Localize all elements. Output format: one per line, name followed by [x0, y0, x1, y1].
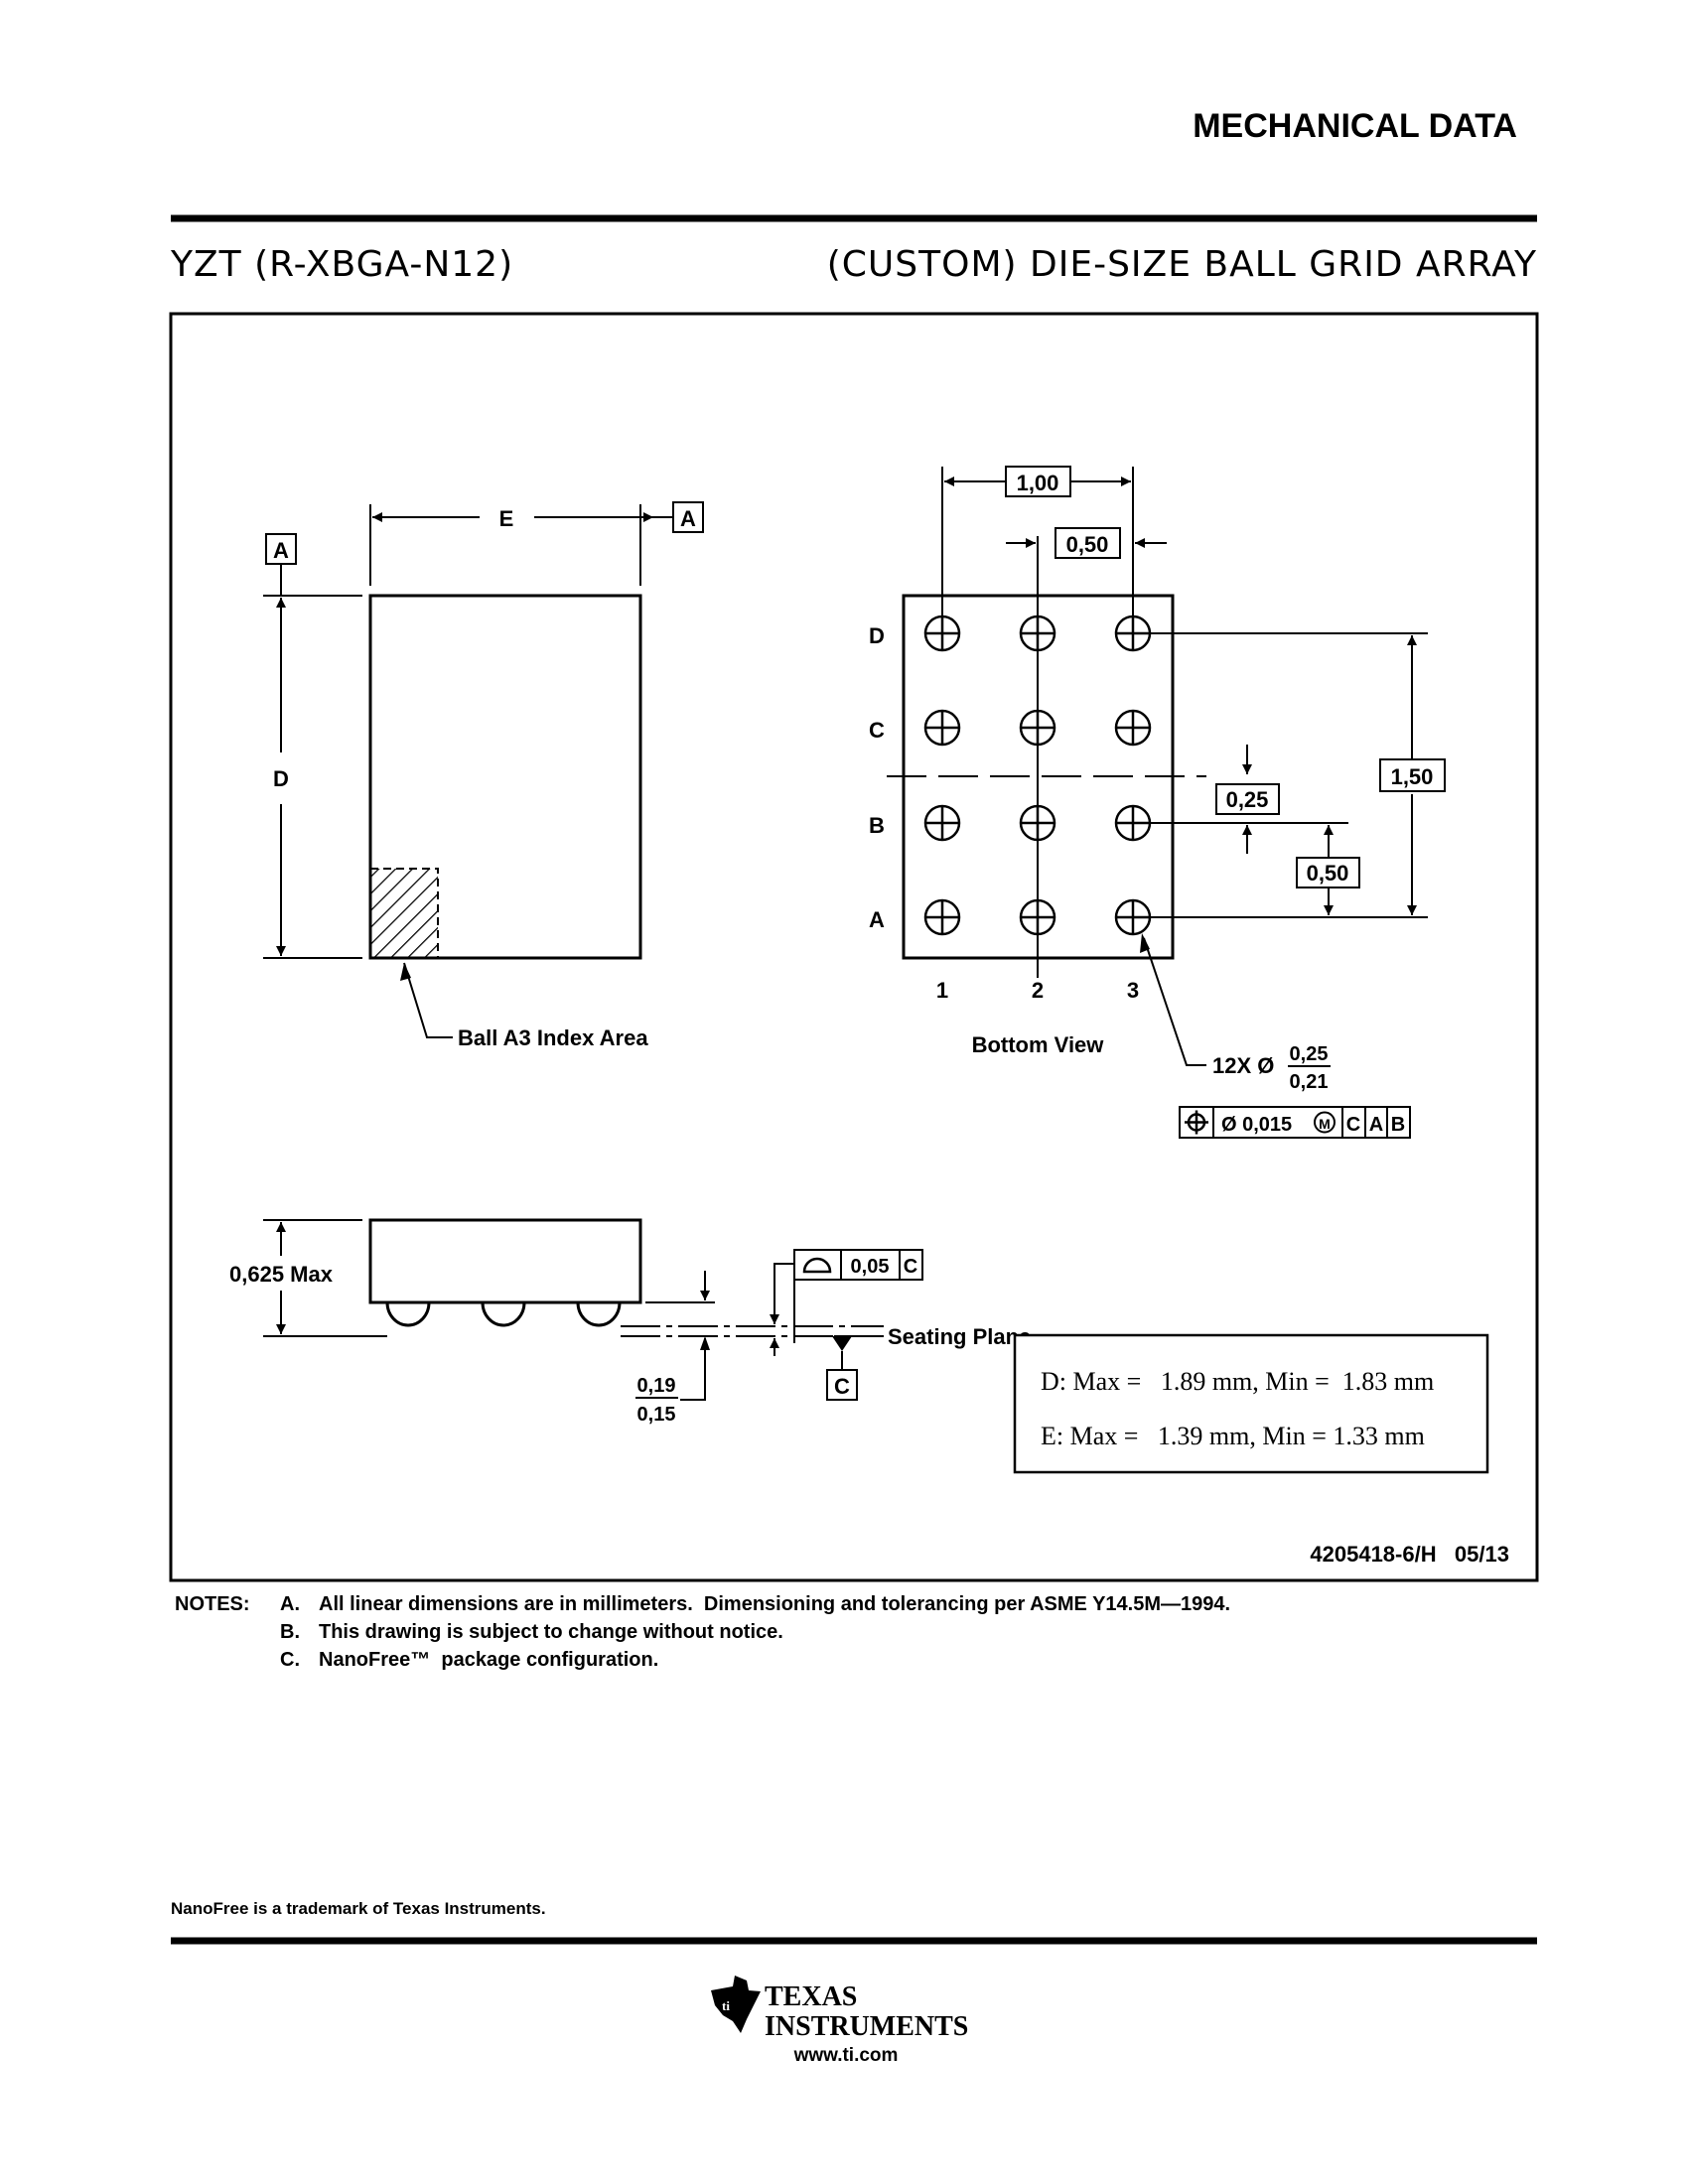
- ball-B1: [923, 804, 961, 842]
- dimension-box: [1379, 758, 1446, 792]
- column-label-2: 2: [1032, 978, 1044, 1003]
- dimension-d-label: D: [273, 766, 289, 791]
- datum-b-label: A: [680, 506, 696, 531]
- company-website[interactable]: www.ti.com: [793, 2045, 899, 2066]
- datum-c-box: [826, 1369, 858, 1401]
- dimension-e-label: E: [499, 506, 514, 531]
- bottom-view-caption: Bottom View: [972, 1032, 1105, 1057]
- standoff-leader: [680, 1338, 706, 1401]
- texas-state-logo-icon: [711, 1976, 761, 2033]
- dim-center-offset: 0,25: [1226, 787, 1269, 812]
- package-code: YZT (R-XBGA-N12): [170, 244, 513, 285]
- note-letter-c: C.: [280, 1649, 300, 1671]
- side-view: 0,625 Max 0,19 0,15 0,05 C Seating Plane…: [229, 1218, 1031, 1426]
- dimension-box: [1215, 783, 1280, 815]
- position-tolerance-icon: [1185, 1110, 1208, 1135]
- drawing-number: 4205418-6/H 05/13: [1310, 1542, 1509, 1567]
- solder-ball-side: [385, 1301, 431, 1327]
- ti-logo-mark: ti: [722, 1998, 730, 2013]
- profile-surface-icon: [802, 1257, 832, 1274]
- note-text-c: NanoFree™ package configuration.: [319, 1649, 658, 1671]
- index-leader-arrowhead: [400, 963, 411, 981]
- ball-leader: [1143, 937, 1206, 1066]
- dimension-table: D: Max = 1.89 mm, Min = 1.83 mm E: Max =…: [1013, 1333, 1489, 1474]
- mmc-modifier-circle: [1314, 1111, 1336, 1134]
- note-text-b: This drawing is subject to change withou…: [319, 1621, 783, 1643]
- row-label-c: C: [869, 718, 885, 743]
- ball-C1: [923, 709, 961, 747]
- tolerance-datum-b: B: [1391, 1114, 1405, 1136]
- dimension-row-e: E: Max = 1.39 mm, Min = 1.33 mm: [1041, 1422, 1425, 1450]
- notes-heading: NOTES:: [175, 1593, 250, 1615]
- tolerance-datum-c: C: [1346, 1114, 1360, 1136]
- ball-dia-min: 0,21: [1290, 1071, 1329, 1093]
- standoff-max: 0,19: [637, 1375, 676, 1397]
- datum-c-triangle: [832, 1336, 852, 1351]
- side-height-label: 0,625 Max: [229, 1262, 334, 1287]
- coplanarity-leader: [774, 1263, 794, 1311]
- ball-D1: [923, 614, 961, 652]
- ball-dia-max: 0,25: [1290, 1043, 1329, 1065]
- drawing-frame: [169, 312, 1539, 1582]
- ball-leader-arrowhead: [1140, 933, 1150, 953]
- coplanarity-datum: C: [904, 1256, 917, 1278]
- index-area-label: Ball A3 Index Area: [458, 1025, 648, 1050]
- dim-pitch-y: 0,50: [1307, 861, 1349, 886]
- row-label-b: B: [869, 813, 885, 838]
- ball-spec-prefix: 12X Ø: [1212, 1053, 1274, 1078]
- tolerance-frame: Ø 0,015 M C A B: [1179, 1106, 1411, 1139]
- solder-ball-side: [481, 1301, 526, 1327]
- dim-total-width: 1,00: [1017, 471, 1059, 495]
- tolerance-value: Ø 0,015: [1221, 1114, 1292, 1136]
- ball-C2: [1019, 709, 1056, 747]
- dim-pitch-x: 0,50: [1066, 532, 1109, 557]
- coplanarity-value: 0,05: [851, 1256, 890, 1278]
- tolerance-datum-a: A: [1369, 1114, 1383, 1136]
- ball-A2: [1019, 898, 1056, 936]
- note-letter-b: B.: [280, 1621, 300, 1643]
- seating-plane-label: Seating Plane: [888, 1324, 1031, 1349]
- package-description: (CUSTOM) DIE-SIZE BALL GRID ARRAY: [827, 244, 1537, 285]
- ball-B2: [1019, 804, 1056, 842]
- dimension-box: [1055, 527, 1121, 559]
- dimension-row-d: D: Max = 1.89 mm, Min = 1.83 mm: [1041, 1367, 1434, 1396]
- index-leader: [403, 962, 453, 1038]
- trademark-notice: NanoFree is a trademark of Texas Instrum…: [171, 1899, 546, 1918]
- column-label-1: 1: [936, 978, 948, 1003]
- notes: NOTES: A. All linear dimensions are in m…: [175, 1593, 1230, 1671]
- section-title: MECHANICAL DATA: [1193, 107, 1517, 145]
- row-label-d: D: [869, 623, 885, 648]
- standoff-arrowhead: [700, 1336, 710, 1350]
- note-text-a: All linear dimensions are in millimeters…: [319, 1593, 1230, 1615]
- solder-ball-side: [576, 1301, 622, 1327]
- coplanarity-frame: [793, 1249, 923, 1281]
- package-body-side: [368, 1218, 642, 1304]
- ball-A1: [923, 898, 961, 936]
- ball-D2: [1019, 614, 1056, 652]
- mmc-modifier: M: [1319, 1116, 1331, 1132]
- row-label-a: A: [869, 907, 885, 932]
- package-outline-top: [368, 594, 642, 960]
- top-view: E A D A Ball A3 Index Area: [263, 501, 704, 1050]
- dimension-box: [1296, 857, 1360, 888]
- ball-C3: [1114, 709, 1152, 747]
- datum-a-label: A: [273, 538, 289, 563]
- company-line2: INSTRUMENTS: [765, 2011, 968, 2042]
- standoff-min: 0,15: [637, 1404, 676, 1426]
- datum-c-label: C: [834, 1374, 850, 1399]
- bottom-view: D C B A 1 2 3 Bottom View 1,00 0,50 1,50…: [869, 466, 1446, 1139]
- dimension-table-box: [1013, 1333, 1489, 1474]
- company-line1: TEXAS: [765, 1981, 857, 2012]
- dim-total-height: 1,50: [1391, 764, 1434, 789]
- ti-logo: ti TEXAS INSTRUMENTS: [711, 1976, 968, 2042]
- datum-b-box: [672, 501, 704, 533]
- index-area-hatch: [369, 868, 439, 959]
- column-label-3: 3: [1127, 978, 1139, 1003]
- dimension-box: [1005, 466, 1071, 497]
- note-letter-a: A.: [280, 1593, 300, 1615]
